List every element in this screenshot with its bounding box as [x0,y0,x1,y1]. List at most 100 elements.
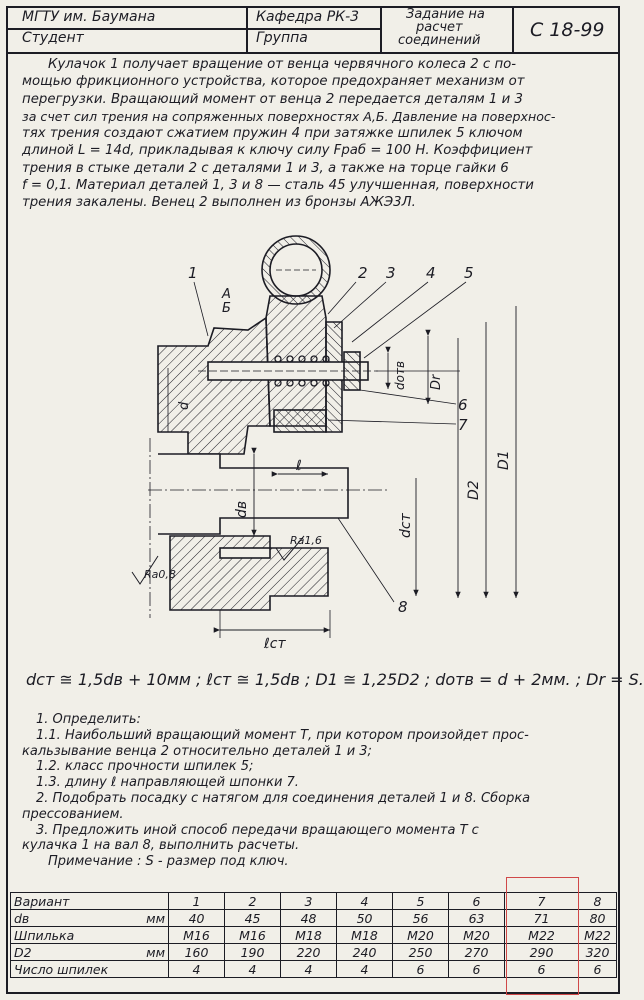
table-cell: 4 [168,960,226,978]
callout-3: 3 [386,264,396,282]
task-line: кулачка 1 на вал 8, выполнить расчеты. [22,838,300,854]
key-part-7 [273,409,327,433]
task-line: кальзывание венца 2 относительно деталей… [22,743,372,759]
surface-a-label: А [221,287,231,302]
table-cell: 45 [224,909,282,927]
task-line: 1.2. класс прочности шпилек 5; [36,759,254,775]
description-line: трения в стыке детали 2 с деталями 1 и 3… [22,160,509,176]
table-header-variant: Вариант [9,892,170,910]
row-label: Число шпилек [9,960,170,978]
department-name: Кафедра РК-3 [256,9,360,25]
row-label: Шпилька [9,926,170,944]
dim-dst-label: dст [398,512,414,538]
callout-7: 7 [458,416,468,434]
description-line: мощью фрикционного устройства, которое п… [22,74,525,90]
task-list: 1. Определить: 1.1. Наибольший вращающий… [22,712,612,870]
dim-dr-label: Dr [429,373,444,390]
cam-part-1 [157,316,271,455]
worm-wheel-crown [261,235,331,305]
table-cell: 6 [392,960,450,978]
table-header-cell: 2 [224,892,282,910]
task-line: 1. Определить: [36,712,141,727]
table-header-cell: 1 [168,892,226,910]
task-line: 1.1. Наибольший вращающий момент Т, при … [36,727,529,743]
table-header-cell: 4 [336,892,394,910]
description-line: Кулачок 1 получает вращение от венца чер… [48,57,517,72]
dim-lst-label: ℓст [263,636,286,652]
table-cell: М18 [336,926,394,944]
assembly-drawing: 1 2 3 4 5 6 7 8 А Б d dотв Dr ℓ dв dст D… [131,235,519,652]
problem-description: Кулачок 1 получает вращение от венца чер… [22,56,612,212]
dim-D1-label: D1 [496,450,512,470]
callout-1: 1 [188,264,198,282]
callout-4: 4 [426,264,436,282]
shaft-part-8 [158,453,349,535]
student-label: Студент [22,30,84,46]
table-cell: М16 [224,926,282,944]
table-header-cell: 8 [578,892,618,910]
table-cell: М20 [392,926,450,944]
group-label: Группа [256,30,308,46]
roughness-ra16: Ra1,6 [290,534,322,547]
table-cell: 4 [336,960,394,978]
task-line: прессованием. [22,806,124,822]
table-cell: 250 [392,943,450,961]
callout-5: 5 [464,264,474,282]
task-line: 3. Предложить иной способ передачи враща… [36,822,479,838]
spring-part-4 [274,355,330,387]
assignment-title-line3: соединений [398,33,481,48]
table-cell: 80 [578,909,618,927]
dim-db-label: dв [234,501,250,518]
callout-6: 6 [458,396,468,414]
dim-l-label: ℓ [295,458,302,474]
title-block: МГТУ им. Баумана Кафедра РК-3 Студент Гр… [8,7,618,54]
description-line: трения закалены. Венец 2 выполнен из бро… [22,195,416,211]
table-cell: 4 [280,960,338,978]
table-cell: 63 [448,909,506,927]
assignment-title-line1: Задание на [406,7,485,22]
table-cell: 220 [280,943,338,961]
assignment-title-line2: расчет [416,20,463,35]
table-row: Шпилька М16 М16 М18 М18 М20 М20 М22 М22 [9,926,618,944]
table-cell: 320 [578,943,618,961]
nut-part-6 [343,351,361,391]
dim-d-label: d [177,401,192,410]
table-cell: 40 [168,909,226,927]
table-cell: 6 [504,960,580,978]
callout-8: 8 [398,598,408,616]
table-cell: 56 [392,909,450,927]
table-cell: 270 [448,943,506,961]
table-cell: 6 [578,960,618,978]
callout-2: 2 [358,264,368,282]
university-name: МГТУ им. Баумана [22,9,156,25]
table-cell: 6 [448,960,506,978]
table-header-cell: 3 [280,892,338,910]
table-header-cell: 5 [392,892,450,910]
dimension-formulas: dст ≅ 1,5dв + 10мм ; ℓст ≅ 1,5dв ; D1 ≅ … [26,670,644,689]
table-cell: М22 [578,926,618,944]
table-cell: М18 [280,926,338,944]
table-cell: М20 [448,926,506,944]
dim-D2-label: D2 [466,480,482,500]
table-row: Число шпилек 4 4 4 4 6 6 6 6 [9,960,618,978]
description-line: тях трения создают сжатием пружин 4 при … [22,126,523,142]
row-unit: мм [118,909,170,927]
variants-table: Вариант 1 2 3 4 5 6 7 8 dв мм 40 45 48 5… [9,892,618,978]
table-header-cell: 6 [448,892,506,910]
row-unit: мм [118,943,170,961]
table-cell: М16 [168,926,226,944]
assignment-sheet: МГТУ им. Баумана Кафедра РК-3 Студент Гр… [6,6,644,995]
row-label: dв [10,909,119,927]
document-code: С 18-99 [530,19,605,41]
table-cell: 50 [336,909,394,927]
description-line: f = 0,1. Материал деталей 1, 3 и 8 — ста… [22,178,534,194]
task-line: 2. Подобрать посадку с натягом для соеди… [36,790,531,806]
table-cell: 4 [224,960,282,978]
row-label: D2 [10,943,119,961]
task-line: 1.3. длину ℓ направляющей шпонки 7. [36,775,299,791]
table-cell: 48 [280,909,338,927]
description-line: длиной L = 14d, прикладывая к ключу силу… [22,143,533,159]
table-cell: 240 [336,943,394,961]
variant-7-highlight [506,877,579,995]
surface-b-label: Б [222,301,231,316]
